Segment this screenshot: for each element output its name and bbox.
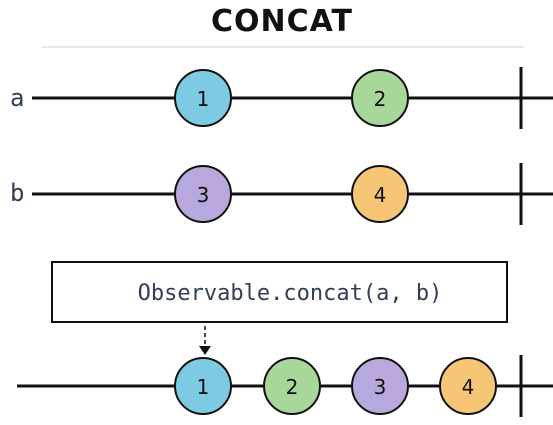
stream-b: b 3 4 xyxy=(10,163,553,225)
marble-circle xyxy=(174,165,232,223)
marble-label: 2 xyxy=(286,375,299,399)
marble: 3 xyxy=(351,357,409,415)
marble-circle xyxy=(351,69,409,127)
marble-label: 2 xyxy=(374,87,387,111)
marble-label: 1 xyxy=(197,87,210,111)
operator-label: Observable.concat(a, b) xyxy=(138,281,443,306)
marble: 1 xyxy=(174,69,232,127)
marble-label: 3 xyxy=(374,375,387,399)
marble-label: 4 xyxy=(374,183,387,207)
operator-frame xyxy=(51,261,508,323)
stream-label-b: b xyxy=(10,179,24,207)
marble-label: 3 xyxy=(197,183,210,207)
marble-circle xyxy=(174,357,232,415)
marble-circle xyxy=(174,69,232,127)
output-arrow xyxy=(199,326,211,355)
stream-a: a 1 2 xyxy=(10,67,553,129)
marble-circle xyxy=(263,357,321,415)
operator-box: Observable.concat(a, b) xyxy=(51,261,508,323)
marble: 4 xyxy=(439,357,497,415)
marble: 3 xyxy=(174,165,232,223)
marble-label: 4 xyxy=(462,375,475,399)
diagram-title: CONCAT xyxy=(211,4,353,39)
output-stream: 1 2 3 4 xyxy=(17,355,553,417)
marble: 2 xyxy=(263,357,321,415)
marble: 2 xyxy=(351,69,409,127)
marble-label: 1 xyxy=(197,375,210,399)
marble-circle xyxy=(351,165,409,223)
marble-circle xyxy=(351,357,409,415)
arrow-head-icon xyxy=(199,346,211,355)
stream-label-a: a xyxy=(10,84,24,112)
marble: 4 xyxy=(351,165,409,223)
marble: 1 xyxy=(174,357,232,415)
marble-circle xyxy=(439,357,497,415)
